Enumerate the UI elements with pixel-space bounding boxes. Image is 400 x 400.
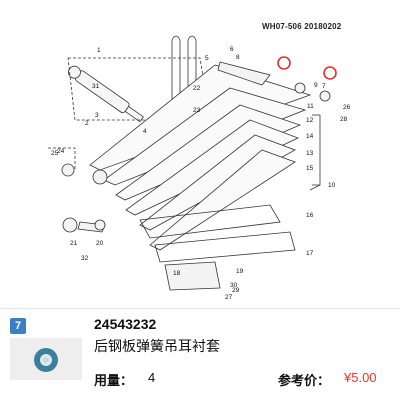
parts-diagram[interactable]: WH07-506 20180202	[0, 0, 400, 305]
callout-25: 25	[51, 150, 59, 157]
callout-6: 6	[230, 46, 234, 53]
highlight-markers	[277, 56, 337, 80]
callout-22: 22	[193, 85, 201, 92]
callout-4: 4	[143, 128, 147, 135]
callout-19: 19	[236, 268, 244, 275]
callout-12: 12	[306, 117, 314, 124]
part-thumbnail[interactable]	[10, 338, 82, 380]
callout-10: 10	[328, 182, 336, 189]
part-name: 后钢板弹簧吊耳衬套	[94, 338, 220, 354]
part-number: 24543232	[94, 316, 157, 332]
callout-24: 24	[57, 148, 65, 155]
diagram-doc-code: WH07-506 20180202	[262, 22, 342, 31]
callout-31: 31	[92, 83, 100, 90]
callout-30: 30	[230, 282, 238, 289]
callout-13: 13	[306, 150, 314, 157]
callout-29: 29	[232, 287, 240, 294]
callout-8: 8	[236, 54, 240, 61]
bushing-icon	[10, 338, 82, 380]
section-divider	[0, 308, 400, 309]
callout-14: 14	[306, 133, 314, 140]
part-index-badge: 7	[10, 318, 26, 334]
reference-price-label: 参考价：	[278, 373, 331, 388]
callout-15: 15	[306, 165, 314, 172]
callout-21: 21	[70, 240, 78, 247]
callout-5: 5	[205, 55, 209, 62]
callout-18: 18	[173, 270, 181, 277]
callout-2: 2	[85, 120, 89, 127]
quantity-value: 4	[148, 370, 156, 385]
callout-20: 20	[96, 240, 104, 247]
callout-23: 23	[193, 107, 201, 114]
callout-3: 3	[95, 112, 99, 119]
callout-1: 1	[97, 47, 101, 54]
callout-11: 11	[307, 103, 314, 110]
callout-7: 7	[322, 83, 326, 90]
callout-9: 9	[314, 82, 318, 89]
callout-32: 32	[81, 255, 89, 262]
callout-17: 17	[306, 250, 314, 257]
callout-26: 26	[343, 104, 351, 111]
shock-absorber-icon	[68, 65, 144, 123]
quantity-label: 用量：	[94, 373, 134, 388]
callout-27: 27	[225, 294, 233, 301]
callout-28: 28	[340, 116, 348, 123]
exploded-view-drawing	[48, 35, 337, 291]
callout-16: 16	[306, 212, 314, 219]
reference-price-value: ¥5.00	[344, 370, 377, 385]
